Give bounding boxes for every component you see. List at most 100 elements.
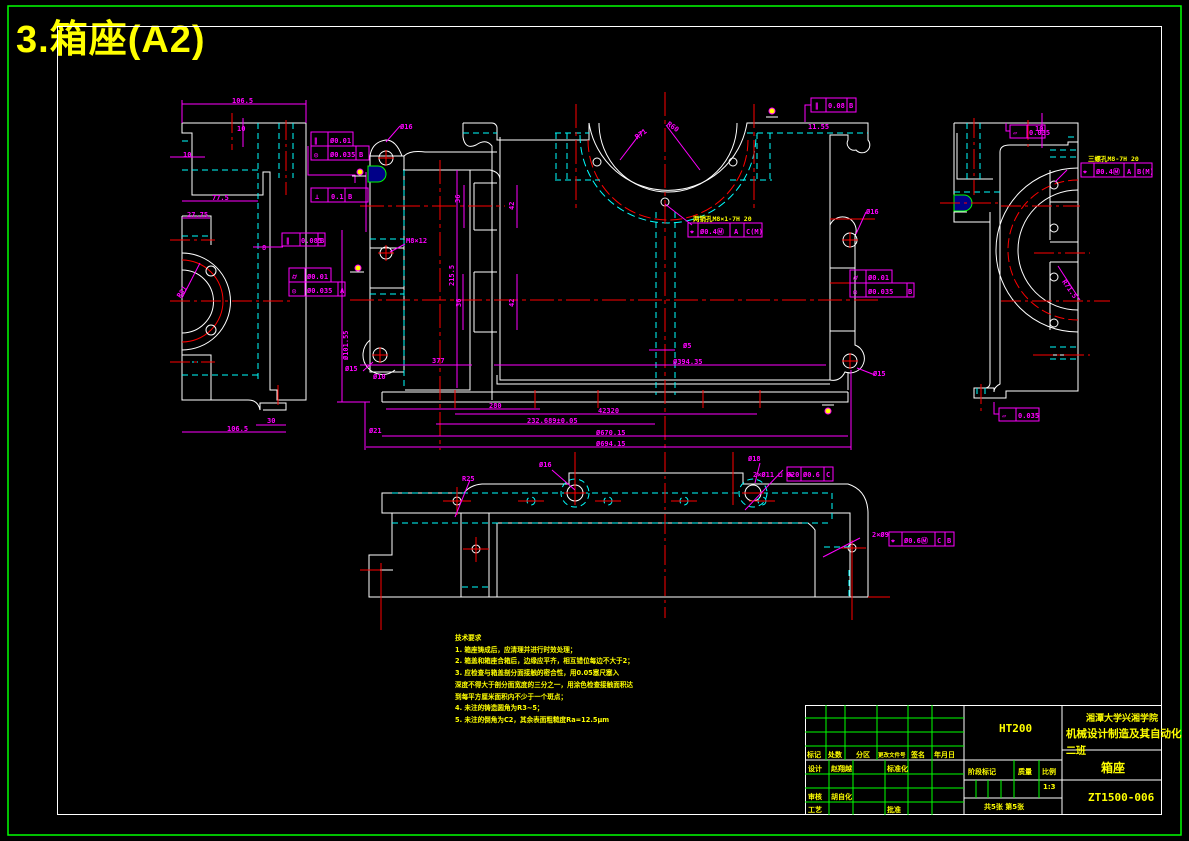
dim-label: 8 (262, 244, 266, 252)
stage-mark-header: 阶段标记 (968, 768, 996, 776)
process-label: 工艺 (808, 806, 822, 814)
front-view: Ø16 M8×12 Ø16 Ø15 Ø15 R71 R60 42 42 36 3… (337, 92, 886, 460)
side-view-hole (1049, 180, 1059, 190)
rev-header-zone: 分区 (856, 751, 870, 759)
dim-label: 2×Ø11 ⊔ Ø20 (753, 471, 799, 479)
fcf-symbol: ⊥ (315, 193, 319, 201)
left-view-bolt-hole (205, 265, 217, 277)
top-view-inner (369, 512, 851, 597)
side-view: 10 R71.5 (940, 113, 1110, 412)
fcf-symbol: ∥ (314, 137, 318, 145)
approve-label: 批准 (887, 806, 901, 814)
dim-label: M8×12 (406, 237, 427, 245)
fcf-symbol: ▱ (1002, 412, 1007, 420)
part-name: 箱座 (1101, 761, 1126, 775)
class-name: 二班 (1066, 746, 1086, 757)
dim-label: 42 (508, 299, 516, 307)
dim-label: Ø394.35 (672, 358, 703, 366)
front-view-base (381, 391, 849, 403)
fcf-symbol: ∥ (815, 102, 819, 110)
tech-item: 5. 未注的倒角为C2，其余表面粗糙度Ra=12.5μm (455, 715, 610, 724)
side-view-hole (1049, 272, 1059, 282)
side-view-bearing (995, 167, 1079, 356)
side-view-bearing-red (1007, 179, 1079, 321)
weight-header: 质量 (1018, 768, 1032, 776)
fcf-tolerance: 0.035 (1029, 129, 1050, 137)
fcf-top-view (786, 466, 955, 547)
fcf-symbol: ⌭ (852, 274, 859, 282)
fcf-tolerance: Ø0.4Ⓜ (699, 227, 724, 236)
technical-requirements: 技术要求 1. 箱座铸成后，应清理并进行时效处理； 2. 箱盖和箱座合箱后，边缘… (455, 633, 634, 727)
tech-item: 2. 箱盖和箱座合箱后，边缘应平齐，相互错位每边不大于2； (455, 657, 634, 666)
dim-label: 11.55 (808, 123, 829, 131)
fcf-tolerance: Ø0.01 (306, 273, 328, 281)
fcf-symbol: ⌖ (788, 471, 793, 479)
fcf-symbol: ⌭ (291, 273, 298, 281)
dim-label: 10 (237, 125, 245, 133)
dim-label: Ø694.15 (595, 440, 626, 448)
fcf-tolerance: 0.1 (331, 193, 344, 201)
fcf-symbol: ⌖ (890, 537, 895, 545)
tech-item: 4. 未注的铸造圆角为R3~5； (455, 704, 544, 713)
left-view-body (181, 215, 287, 411)
fcf-symbol: ∥ (286, 237, 290, 245)
design-label: 设计 (808, 765, 822, 773)
fcf-parallel-top (804, 97, 857, 122)
drawing-number: ZT1500-006 (1088, 791, 1155, 804)
fcf-position-center (687, 222, 763, 238)
fcf-symbol: ⌖ (1082, 168, 1087, 176)
fcf-side-top (993, 123, 1153, 422)
top-view-outline (368, 472, 869, 598)
fcf-tolerance: Ø0.035 (867, 288, 893, 296)
dim-label: 215.5 (448, 265, 456, 286)
front-view-bearing-arc (598, 122, 738, 193)
fcf-tolerance: Ø0.6Ⓜ (903, 536, 928, 545)
fcf-tolerance: 0.035 (1018, 412, 1039, 420)
fcf-tolerance: 0.085 (301, 237, 322, 245)
review-label: 审核 (808, 793, 822, 801)
left-view-bolt-hole (205, 324, 217, 336)
major-name: 机械设计制造及其自动化 (1066, 728, 1182, 740)
fcf-datum: B (348, 193, 352, 201)
datum-marker (350, 107, 834, 415)
standardization-label: 标准化 (887, 765, 908, 773)
fcf-symbol: ◎ (292, 287, 297, 295)
front-view-outline (463, 122, 871, 381)
hatched-slot (953, 194, 973, 212)
fcf-datum: A (734, 228, 739, 236)
fcf-extra: B (947, 537, 951, 545)
scale-header: 比例 (1042, 768, 1056, 776)
fcf-symbol: ◎ (314, 151, 319, 159)
tech-item: 3. 应检查与箱盖剖分面接触的密合性，用0.05塞尺塞入 (455, 669, 620, 678)
school-name: 湘潭大学兴湘学院 (1086, 714, 1159, 724)
fcf-symbol: ▱ (1013, 129, 1018, 137)
dim-label: Ø18 (747, 455, 761, 463)
dim-label: R60 (665, 120, 680, 134)
top-view (360, 452, 890, 630)
fcf-extra: B(M) (1137, 168, 1154, 176)
dim-label: 36 (454, 195, 462, 203)
rev-header-doc: 更改文件号 (878, 753, 906, 759)
dim-label: R25 (462, 475, 475, 483)
dim-label: 377 (432, 357, 445, 365)
reviewer-name: 胡自化 (831, 793, 852, 801)
fcf-tolerance: 0.08 (828, 102, 845, 110)
rev-header-sign: 签名 (911, 751, 925, 759)
tech-item: 1. 箱座铸成后，应清理并进行时效处理； (455, 645, 577, 654)
dim-label: Ø16 (865, 208, 879, 216)
dim-label: Ø21 (368, 427, 382, 435)
fcf-tolerance: Ø0.6 (802, 471, 820, 479)
fcf-datum: A (1127, 168, 1132, 176)
dim-label: Ø16 (538, 461, 552, 469)
dim-label: 77.5 (212, 194, 229, 202)
dim-label: Ø15 (872, 370, 886, 378)
front-view-left-wall (369, 123, 830, 400)
side-view-hole (1049, 318, 1059, 328)
fcf-tolerance: Ø0.4Ⓜ (1095, 167, 1120, 176)
hatched-slot (367, 165, 387, 183)
dim-label: 10 (183, 151, 191, 159)
dim-label: Ø16 (399, 123, 413, 131)
dim-label: Ø670.15 (595, 429, 626, 437)
dim-label: Ø15 (344, 365, 358, 373)
fcf-right-lug (849, 269, 915, 298)
